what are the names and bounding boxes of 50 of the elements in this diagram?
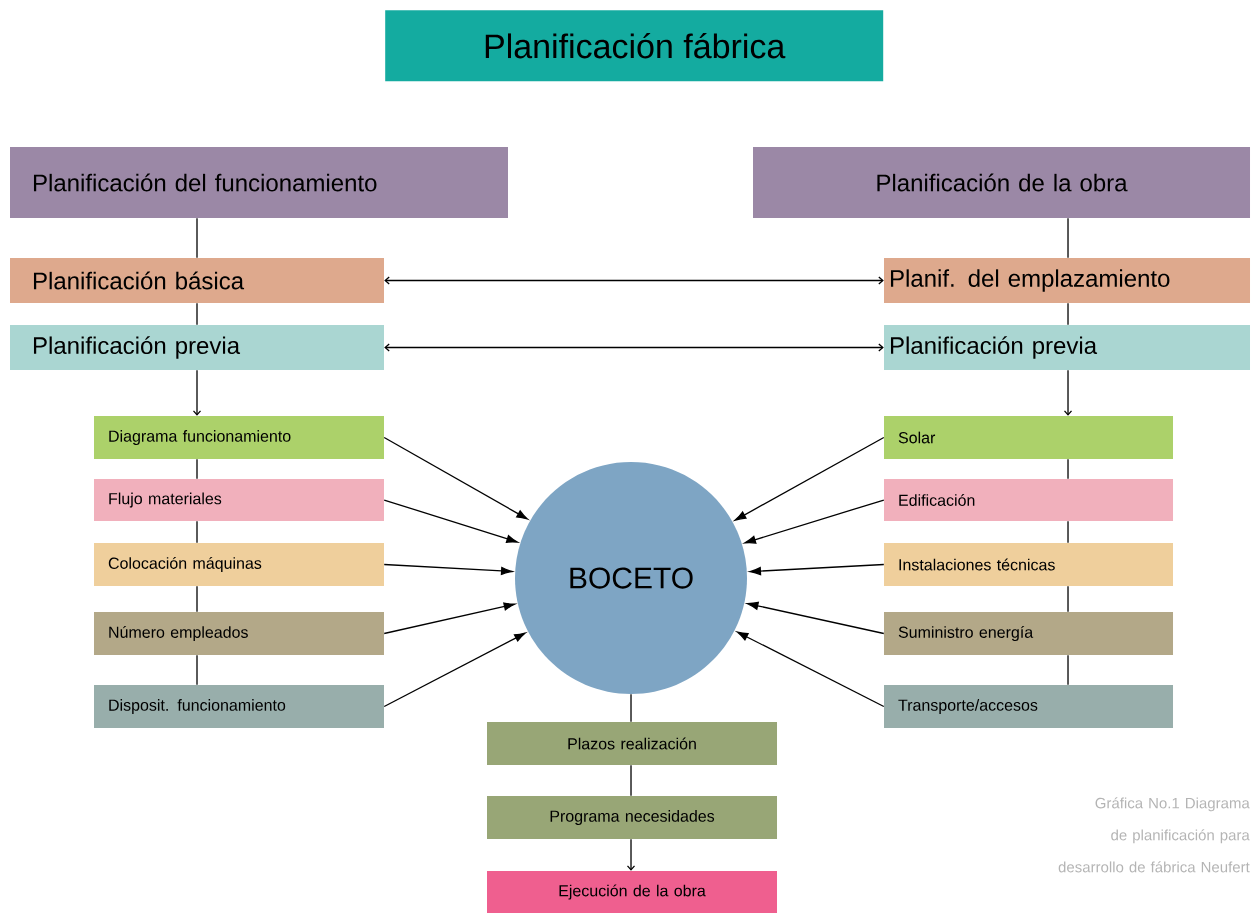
arrow xyxy=(384,343,884,352)
arrow xyxy=(383,436,528,520)
arrow xyxy=(746,601,885,635)
connector-line xyxy=(630,693,632,723)
connector-line xyxy=(1067,458,1069,480)
process-box: Ejecución de la obra xyxy=(487,871,777,913)
process-box: Planificación previa xyxy=(10,325,384,370)
process-box: Plazos realización xyxy=(487,722,777,765)
process-box: Disposit. funcionamiento xyxy=(94,685,384,728)
process-box: Diagrama funcionamiento xyxy=(94,416,384,459)
connector-line xyxy=(1067,654,1069,686)
process-box: Programa necesidades xyxy=(487,796,777,839)
connector-line xyxy=(1067,217,1069,259)
arrow xyxy=(734,436,885,521)
connector-line xyxy=(630,764,632,797)
arrow xyxy=(744,499,885,544)
connector-line xyxy=(196,458,198,480)
arrow xyxy=(749,563,885,576)
process-box: Planif. del emplazamiento xyxy=(884,258,1250,303)
connector-line xyxy=(1067,302,1069,326)
process-box: Solar xyxy=(884,416,1173,459)
connector-line xyxy=(196,520,198,544)
process-box: Flujo materiales xyxy=(94,479,384,521)
process-box: Planificación de la obra xyxy=(753,147,1250,218)
arrow xyxy=(383,632,526,708)
connector-line xyxy=(1067,585,1069,613)
process-box: Instalaciones técnicas xyxy=(884,543,1173,586)
connector-line xyxy=(196,654,198,686)
arrow xyxy=(383,499,518,543)
process-box: Suministro energía xyxy=(884,612,1173,655)
arrow xyxy=(626,838,636,871)
arrow xyxy=(192,369,202,416)
arrow xyxy=(384,276,884,285)
process-box: Colocación máquinas xyxy=(94,543,384,586)
process-box: Número empleados xyxy=(94,612,384,655)
process-box: Edificación xyxy=(884,479,1173,521)
caption: Gráfica No.1 Diagrama de planificación para desarrollo de fábrica Neufert xyxy=(1058,797,1250,873)
connector-line xyxy=(196,302,198,326)
arrow xyxy=(383,602,516,635)
arrow xyxy=(383,563,513,576)
process-box: Transporte/accesos xyxy=(884,685,1173,728)
process-box: Planificación básica xyxy=(10,258,384,303)
connector-line xyxy=(196,217,198,259)
title-box: Planificación fábrica xyxy=(385,10,884,82)
process-box: Planificación previa xyxy=(884,325,1250,370)
connector-line xyxy=(196,585,198,613)
process-box: Planificación del funcionamiento xyxy=(10,147,508,218)
connector-line xyxy=(1067,520,1069,544)
arrow xyxy=(736,631,885,708)
arrow xyxy=(1063,369,1073,416)
